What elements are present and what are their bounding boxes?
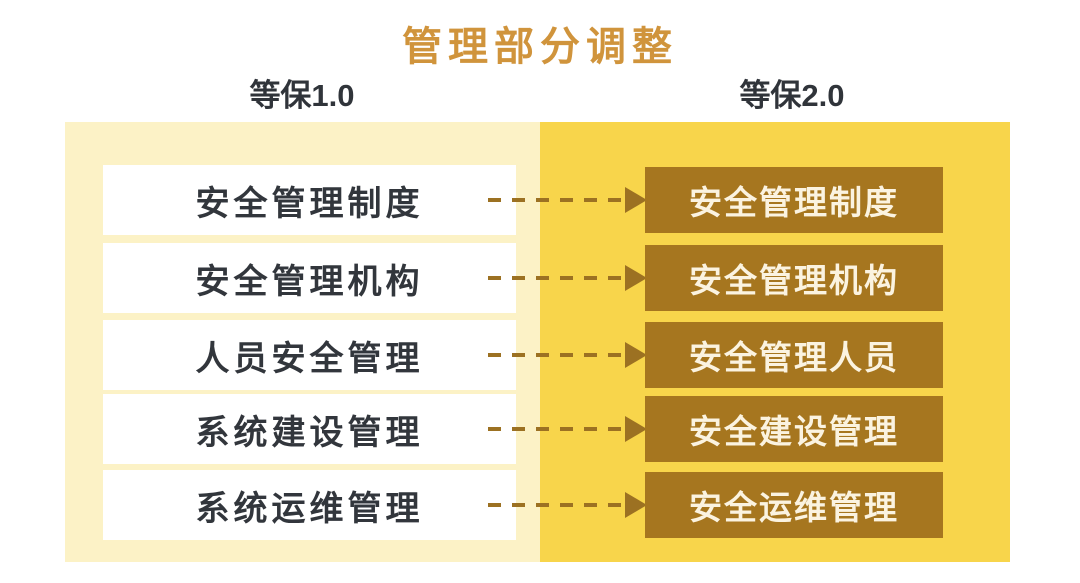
old-item-box: 安全管理机构 [103,243,516,313]
arrow-head-icon [625,492,647,518]
column-header-dengbao-1: 等保1.0 [249,78,355,113]
new-item-box: 安全管理人员 [645,322,943,388]
old-item-box: 人员安全管理 [103,320,516,390]
arrow-head-icon [625,342,647,368]
arrow-dash-line [488,503,625,507]
mapping-arrow [488,165,648,235]
new-item-box: 安全建设管理 [645,396,943,462]
arrow-dash-line [488,427,625,431]
arrow-dash-line [488,198,625,202]
arrow-head-icon [625,416,647,442]
old-item-box: 系统建设管理 [103,394,516,464]
mapping-row: 人员安全管理 安全管理人员 [103,320,943,390]
mapping-arrow [488,394,648,464]
new-item-box: 安全运维管理 [645,472,943,538]
page-title: 管理部分调整 [402,25,678,69]
arrow-head-icon [625,265,647,291]
old-item-box: 安全管理制度 [103,165,516,235]
column-header-dengbao-2: 等保2.0 [739,78,845,113]
mapping-row: 系统运维管理 安全运维管理 [103,470,943,540]
mapping-arrow [488,320,648,390]
new-item-box: 安全管理制度 [645,167,943,233]
mapping-arrow [488,470,648,540]
mapping-row: 系统建设管理 安全建设管理 [103,394,943,464]
arrow-head-icon [625,187,647,213]
arrow-dash-line [488,276,625,280]
old-item-box: 系统运维管理 [103,470,516,540]
mapping-row: 安全管理制度 安全管理制度 [103,165,943,235]
new-item-box: 安全管理机构 [645,245,943,311]
arrow-dash-line [488,353,625,357]
mapping-row: 安全管理机构 安全管理机构 [103,243,943,313]
mapping-arrow [488,243,648,313]
